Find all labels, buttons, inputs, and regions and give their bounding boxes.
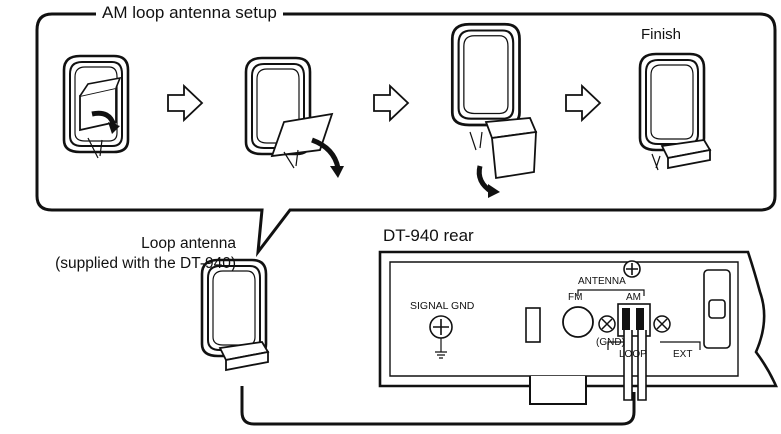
finish-label: Finish (641, 26, 682, 43)
loop-terminal-label: LOOP (619, 349, 647, 360)
dt-940-rear-panel (378, 250, 779, 405)
loop-antenna-label: Loop antenna (supplied with the DT-940) (55, 234, 236, 274)
step-1-unfold-stand (62, 54, 130, 159)
setup-panel-title: AM loop antenna setup (96, 3, 283, 23)
step-2-stand-open (244, 56, 344, 178)
ext-label: EXT (673, 349, 693, 360)
antenna-cable (240, 386, 636, 426)
am-label: AM (626, 292, 641, 303)
fm-label: FM (568, 292, 583, 303)
antenna-label: ANTENNA (578, 276, 626, 287)
loop-antenna-label-line2: (supplied with the DT-940) (55, 255, 236, 272)
gnd-label: (GND) (596, 337, 625, 348)
signal-gnd-label: SIGNAL GND (410, 300, 475, 312)
rear-panel-title: DT-940 rear (383, 226, 474, 245)
step-3-insert-base (450, 22, 538, 198)
step-4-finished-antenna (638, 52, 712, 171)
loop-antenna-label-line1: Loop antenna (141, 235, 236, 252)
loop-antenna-illustration (200, 258, 270, 372)
setup-panel-border (35, 12, 777, 258)
